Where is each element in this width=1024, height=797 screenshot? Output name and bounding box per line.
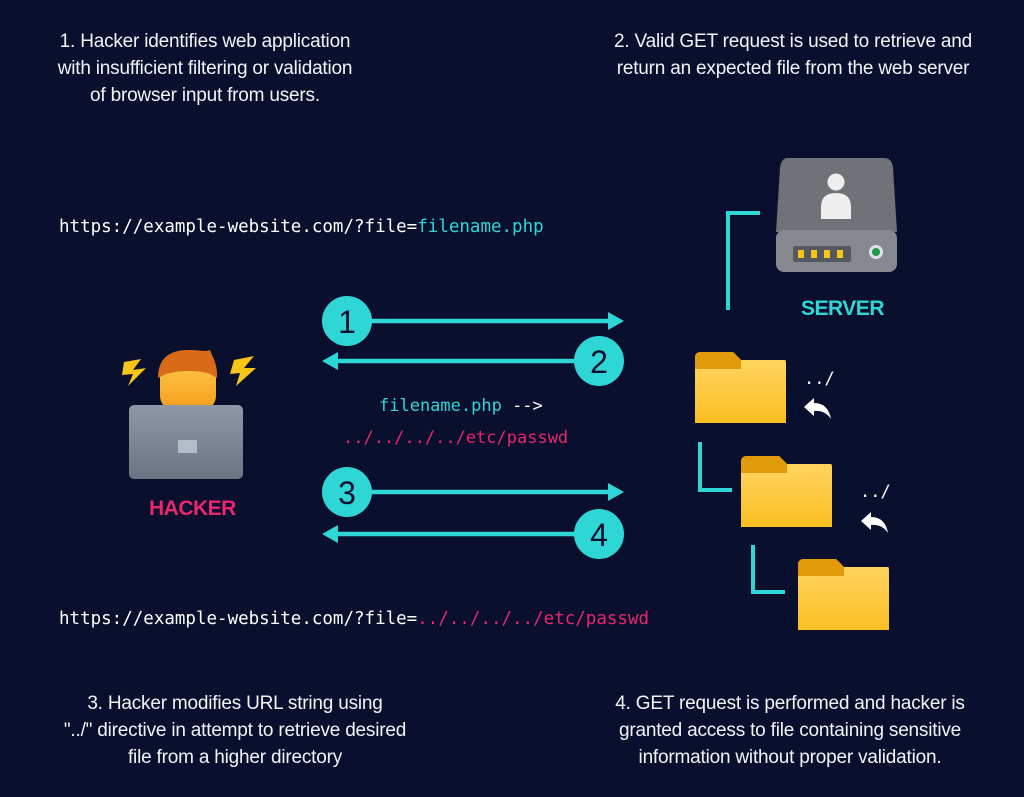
arrowhead-left-icon: [322, 352, 338, 370]
arrowhead-right-icon: [608, 483, 624, 501]
step-4-arrow: 4: [322, 509, 624, 559]
status-led-icon: [872, 248, 880, 256]
url-base: https://example-website.com/?file=: [59, 217, 418, 237]
caption-line: 1. Hacker identifies web application: [59, 31, 351, 52]
step-badge-4: [574, 509, 624, 559]
caption-line: 4. GET request is performed and hacker i…: [615, 693, 965, 714]
caption-step-4: 4. GET request is performed and hacker i…: [600, 690, 980, 771]
lightning-right-icon: [230, 356, 256, 386]
transform-from: filename.php -->: [379, 396, 543, 416]
step-3-arrow: 3: [322, 467, 624, 517]
lightning-left-icon: [122, 359, 146, 386]
tree-connector-line: [698, 442, 732, 492]
step-1-arrow: 1: [322, 296, 624, 346]
step-badge-3: [322, 467, 372, 517]
server-label: SERVER: [801, 297, 884, 320]
caption-line: 3. Hacker modifies URL string using: [87, 693, 383, 714]
caption-line: granted access to file containing sensit…: [618, 720, 962, 741]
caption-line: of browser input from users.: [90, 85, 320, 106]
caption-line: with insufficient filtering or validatio…: [57, 58, 353, 79]
caption-step-2: 2. Valid GET request is used to retrieve…: [598, 28, 988, 82]
transform-to: ../../../../etc/passwd: [343, 428, 569, 448]
caption-step-3: 3. Hacker modifies URL string using "../…: [40, 690, 430, 771]
transform-from-file: filename.php: [379, 396, 502, 416]
server-connector-line: [726, 211, 760, 310]
step-number: 1: [338, 304, 356, 340]
step-number: 3: [338, 475, 356, 511]
arrowhead-right-icon: [608, 312, 624, 330]
transform-arrow: -->: [501, 396, 543, 416]
url-param: filename.php: [417, 217, 544, 237]
step-2-arrow: 2: [322, 336, 624, 386]
step-number: 4: [590, 517, 608, 553]
caption-line: file from a higher directory: [127, 747, 343, 768]
malicious-url: https://example-website.com/?file=../../…: [59, 609, 649, 629]
url-base: https://example-website.com/?file=: [59, 609, 418, 629]
step-badge-1: [322, 296, 372, 346]
traversal-label: ../: [804, 369, 835, 389]
caption-line: return an expected file from the web ser…: [616, 58, 970, 79]
url-param: ../../../../etc/passwd: [417, 609, 650, 629]
caption-line: information without proper validation.: [638, 747, 942, 768]
folder-icon: [741, 456, 832, 527]
folder-icon: [798, 559, 889, 630]
caption-line: 2. Valid GET request is used to retrieve…: [613, 31, 973, 52]
traversal-label: ../: [860, 482, 891, 502]
user-icon: [827, 173, 845, 191]
step-number: 2: [590, 344, 608, 380]
reply-arrow-icon: [804, 398, 831, 419]
caption-step-1: 1. Hacker identifies web application wit…: [40, 28, 370, 109]
server-drive-icon: [776, 158, 897, 272]
arrowhead-left-icon: [322, 525, 338, 543]
valid-url: https://example-website.com/?file=filena…: [59, 217, 544, 237]
reply-arrow-icon: [861, 512, 888, 533]
hacker-label: HACKER: [149, 497, 236, 520]
tree-connector-line: [751, 545, 785, 594]
folder-icon: [695, 352, 786, 423]
step-badge-2: [574, 336, 624, 386]
hacker-laptop-icon: [122, 350, 256, 479]
caption-line: "../" directive in attempt to retrieve d…: [63, 720, 407, 741]
